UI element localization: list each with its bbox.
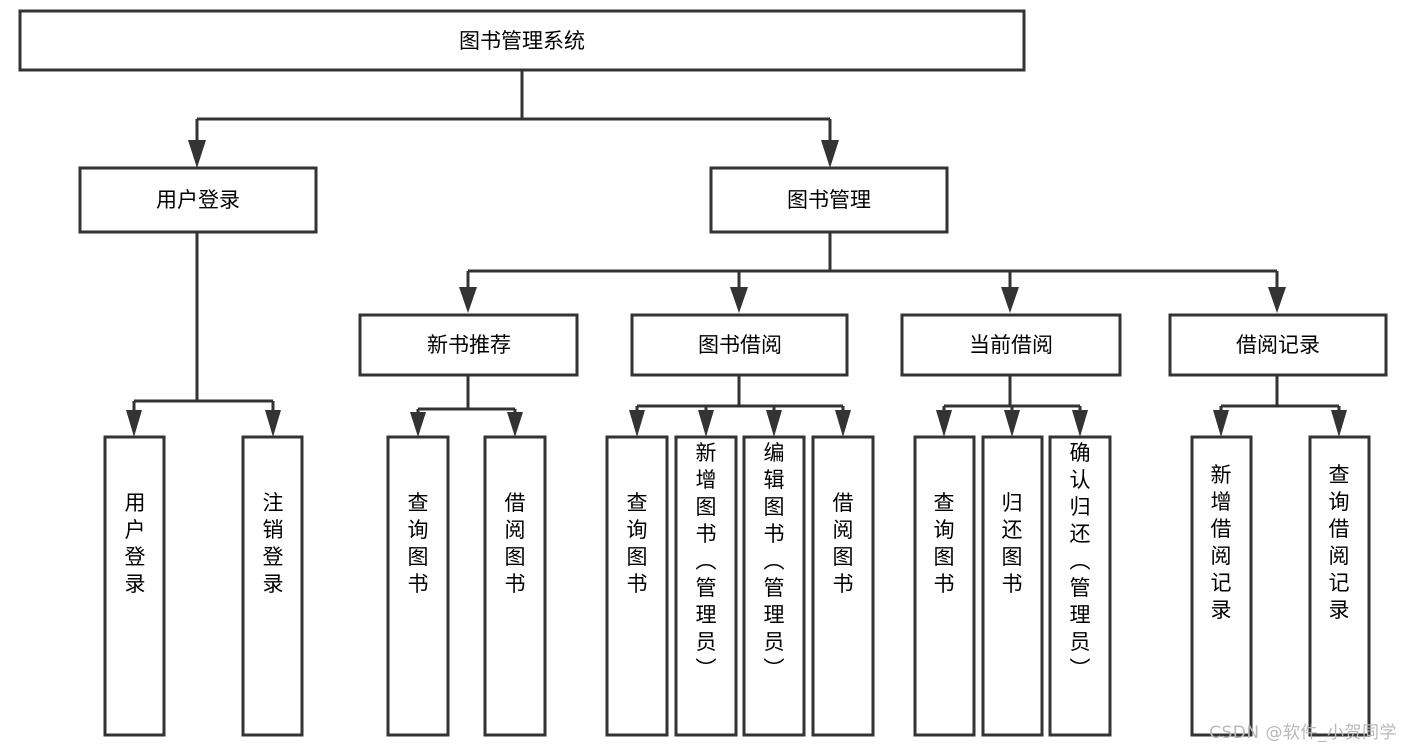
node-new-book-recommend-label: 新书推荐 — [427, 333, 511, 357]
node-borrow-record[interactable]: 借阅记录 — [1168, 313, 1388, 377]
node-borrow-record-box[interactable] — [1168, 313, 1388, 377]
node-leaf-query-book-3-box[interactable] — [913, 435, 976, 737]
node-leaf-return-book-label: 归还图书 — [1002, 491, 1023, 596]
node-leaf-query-book-2[interactable]: 查询图书 — [605, 435, 669, 737]
node-leaf-add-book-label: 新增图书︵管理员︶ — [696, 441, 717, 681]
arrow-leaf-query-book-1 — [410, 412, 426, 437]
node-leaf-user-login-box[interactable] — [103, 435, 166, 737]
arrow-leaf-user-login — [126, 410, 142, 437]
arrow-to-borrow-record — [1268, 287, 1286, 313]
node-leaf-query-book-2-box[interactable] — [605, 435, 669, 737]
arrow-leaf-query-record — [1331, 410, 1347, 437]
node-root-label: 图书管理系统 — [459, 29, 585, 53]
node-leaf-borrow-book-2-label: 借阅图书 — [833, 491, 854, 596]
node-user-login-label: 用户登录 — [156, 188, 240, 212]
node-leaf-confirm-return[interactable]: 确认归还︵管理员︶ — [1048, 435, 1112, 737]
node-leaf-query-record-box[interactable] — [1308, 435, 1371, 737]
node-current-borrow-label: 当前借阅 — [969, 333, 1053, 357]
arrow-leaf-confirm-return — [1072, 410, 1088, 437]
arrow-leaf-query-book-3 — [936, 410, 952, 437]
node-leaf-user-login[interactable]: 用户登录 — [103, 435, 166, 737]
node-leaf-query-book-3-label: 查询图书 — [934, 491, 955, 596]
node-leaf-add-book[interactable]: 新增图书︵管理员︶ — [674, 435, 738, 737]
node-leaf-logout-label: 注销登录 — [263, 491, 284, 596]
node-leaf-add-record-box[interactable] — [1190, 435, 1253, 737]
node-leaf-query-book-1-label: 查询图书 — [408, 491, 429, 596]
arrow-leaf-edit-book — [766, 410, 782, 437]
node-leaf-borrow-book-1-label: 借阅图书 — [505, 491, 526, 596]
node-root-box[interactable] — [18, 9, 1026, 72]
node-book-borrow-label: 图书借阅 — [698, 333, 782, 357]
node-leaf-add-record-label: 新增借阅记录 — [1211, 463, 1232, 622]
arrow-leaf-add-book — [698, 410, 714, 437]
node-leaf-borrow-book-2[interactable]: 借阅图书 — [811, 435, 875, 737]
node-leaf-query-record[interactable]: 查询借阅记录 — [1308, 435, 1371, 737]
node-leaf-user-login-label: 用户登录 — [125, 491, 146, 596]
arrow-leaf-return-book — [1004, 410, 1020, 437]
node-leaf-confirm-return-label: 确认归还︵管理员︶ — [1070, 441, 1091, 681]
node-leaf-add-book-box[interactable] — [674, 435, 738, 737]
node-leaf-return-book-box[interactable] — [981, 435, 1044, 737]
node-leaf-query-book-1-box[interactable] — [386, 435, 450, 737]
node-current-borrow-box[interactable] — [900, 313, 1122, 377]
node-leaf-return-book[interactable]: 归还图书 — [981, 435, 1044, 737]
edges-layer — [126, 70, 1347, 437]
node-leaf-logout-box[interactable] — [241, 435, 304, 737]
node-new-book-recommend[interactable]: 新书推荐 — [358, 313, 579, 377]
node-book-management[interactable]: 图书管理 — [709, 166, 949, 234]
arrow-leaf-add-record — [1213, 410, 1229, 437]
node-book-borrow-box[interactable] — [630, 313, 849, 377]
node-new-book-recommend-box[interactable] — [358, 313, 579, 377]
node-user-login-box[interactable] — [78, 166, 318, 234]
arrow-leaf-query-book-2 — [629, 410, 645, 437]
node-leaf-logout[interactable]: 注销登录 — [241, 435, 304, 737]
node-leaf-query-book-1[interactable]: 查询图书 — [386, 435, 450, 737]
node-leaf-add-record[interactable]: 新增借阅记录 — [1190, 435, 1253, 737]
node-leaf-confirm-return-box[interactable] — [1048, 435, 1112, 737]
arrow-to-book-borrow — [730, 287, 748, 313]
node-leaf-query-book-2-label: 查询图书 — [627, 491, 648, 596]
node-leaf-query-record-label: 查询借阅记录 — [1329, 463, 1350, 622]
node-root[interactable]: 图书管理系统 — [18, 9, 1026, 72]
node-book-management-box[interactable] — [709, 166, 949, 234]
arrow-leaf-borrow-book-2 — [835, 410, 851, 437]
node-borrow-record-label: 借阅记录 — [1236, 333, 1320, 357]
node-leaf-edit-book-box[interactable] — [742, 435, 806, 737]
arrow-leaf-borrow-book-1 — [507, 412, 523, 437]
node-book-management-label: 图书管理 — [787, 188, 871, 212]
node-leaf-edit-book[interactable]: 编辑图书︵管理员︶ — [742, 435, 806, 737]
arrow-to-book-management — [821, 140, 839, 168]
node-user-login[interactable]: 用户登录 — [78, 166, 318, 234]
node-leaf-borrow-book-1[interactable]: 借阅图书 — [483, 435, 547, 737]
arrow-leaf-logout — [265, 410, 281, 437]
node-leaf-borrow-book-1-box[interactable] — [483, 435, 547, 737]
node-book-borrow[interactable]: 图书借阅 — [630, 313, 849, 377]
node-leaf-query-book-3[interactable]: 查询图书 — [913, 435, 976, 737]
node-current-borrow[interactable]: 当前借阅 — [900, 313, 1122, 377]
arrow-to-current-borrow — [1001, 287, 1019, 313]
node-leaf-borrow-book-2-box[interactable] — [811, 435, 875, 737]
arrow-to-new-book-recommend — [459, 287, 477, 313]
arrow-to-user-login — [188, 140, 206, 168]
node-leaf-edit-book-label: 编辑图书︵管理员︶ — [764, 441, 785, 681]
